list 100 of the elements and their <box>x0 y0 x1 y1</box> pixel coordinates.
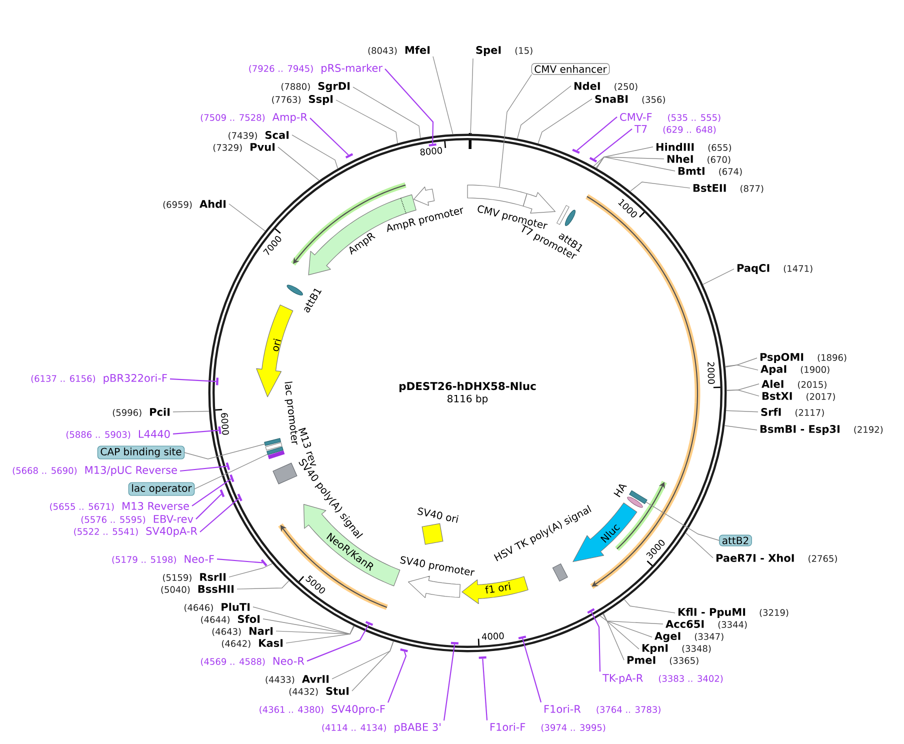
site-position: (3219) <box>760 608 788 617</box>
leader-line <box>200 498 240 532</box>
leader-line <box>216 558 263 564</box>
leader-line <box>600 615 624 660</box>
leader-line <box>517 86 572 139</box>
leader-line <box>262 618 354 634</box>
site-name: ApaI <box>760 365 786 375</box>
primer-name: Neo-R <box>274 657 304 665</box>
site-position: (3365) <box>670 656 698 665</box>
leader-line <box>482 658 488 720</box>
site-name: KasI <box>259 639 283 647</box>
site-position: (1896) <box>818 354 846 362</box>
site-name: BmtI <box>678 167 704 175</box>
leader-line <box>725 358 758 367</box>
leader-line <box>306 624 370 662</box>
primer-name: F1ori-F <box>490 722 526 731</box>
site-name: AhdI <box>200 200 226 208</box>
site-position: (2017) <box>806 392 835 401</box>
leader-line <box>252 606 354 634</box>
site-position: (7880) <box>281 82 310 91</box>
primer-name: pBABE 3' <box>394 723 440 733</box>
leader-line <box>228 204 266 232</box>
leader-line <box>443 644 456 721</box>
primer-mark <box>260 559 268 566</box>
primer-mark <box>218 426 222 434</box>
feature-callout: CMV enhancer <box>531 63 610 75</box>
primer-position: (5668 .. 5690) <box>12 466 77 475</box>
leader-line <box>725 364 758 370</box>
tick-label: 6000 <box>221 413 229 435</box>
leader-line <box>172 430 219 435</box>
site-name: BstEII <box>693 184 726 192</box>
leader-line <box>624 599 676 614</box>
site-name: SrfI <box>761 408 781 416</box>
site-position: (2117) <box>796 408 824 417</box>
leader-line <box>384 68 434 144</box>
leader-line <box>499 74 532 188</box>
primer-name: L4440 <box>138 430 170 438</box>
leader-line <box>603 613 664 624</box>
primer-mark <box>365 620 374 626</box>
site-name: KpnI <box>642 644 668 654</box>
primer-name: EBV-rev <box>154 515 194 523</box>
primer-name: TK-pA-R <box>602 674 643 684</box>
site-name: Acc65I <box>666 620 704 628</box>
primer-position: (629 .. 648) <box>663 126 716 134</box>
primer-mark <box>572 148 580 154</box>
primer-mark <box>226 462 230 470</box>
primer-position: (5576 .. 5595) <box>81 516 146 524</box>
site-name: SgrDI <box>318 82 350 92</box>
plasmid-name: pDEST26-hDHX58-Nluc <box>400 382 536 392</box>
site-position: (655) <box>708 144 732 152</box>
leader-line <box>602 614 640 650</box>
primer-name: pRS-marker <box>322 64 383 74</box>
tick-label: 8000 <box>420 147 442 156</box>
primer-position: (7509 .. 7528) <box>200 114 265 122</box>
feature-mark <box>264 438 281 446</box>
leader-line <box>336 100 398 144</box>
feature-callout: CAP binding site <box>97 446 185 460</box>
primer-mark <box>518 636 526 640</box>
site-name: AleI <box>762 380 784 388</box>
leader-line <box>726 390 760 396</box>
site-position: (7439) <box>228 132 257 140</box>
leader-line <box>278 146 320 181</box>
primer-name: Amp-R <box>272 113 308 123</box>
leader-line <box>538 98 592 144</box>
leader-line <box>352 86 421 138</box>
site-position: (4433) <box>266 676 294 684</box>
primer-mark <box>230 474 234 482</box>
primer-mark <box>587 608 595 614</box>
primer-position: (5179 .. 5198) <box>112 556 176 564</box>
leader-line <box>685 532 714 558</box>
site-name: PvuI <box>250 143 275 151</box>
tick-label: 4000 <box>482 632 504 640</box>
feature-mark <box>629 490 648 504</box>
primer-name: F1ori-R <box>544 704 581 713</box>
site-name: NdeI <box>574 82 600 90</box>
primer-mark <box>478 656 486 659</box>
primer-mark <box>237 494 242 502</box>
site-position: (1471) <box>784 264 812 273</box>
site-name: PluTI <box>222 602 250 611</box>
site-name: SpeI <box>476 46 501 56</box>
leader-line <box>590 612 601 672</box>
leader-line <box>470 58 474 134</box>
leader-line <box>596 156 676 172</box>
site-position: (5159) <box>163 574 192 582</box>
site-name: BstXI <box>762 392 792 400</box>
leader-line <box>576 116 618 151</box>
leader-line <box>184 444 266 460</box>
site-position: (2765) <box>808 554 837 563</box>
primer-position: (3764 .. 3783) <box>596 706 660 714</box>
feature-mark <box>266 446 284 455</box>
site-position: (877) <box>740 184 764 193</box>
feature-label: lac promoter <box>284 382 298 445</box>
site-position: (1900) <box>800 366 830 374</box>
site-name: PaqCI <box>737 264 770 274</box>
site-name: PaeR7I - XhoI <box>716 554 794 562</box>
site-name: SspI <box>309 95 333 105</box>
primer-position: (3974 .. 3995) <box>541 724 606 732</box>
site-position: (3348) <box>682 644 711 653</box>
primer-name: M13/pUC Reverse <box>85 466 177 476</box>
primer-mark <box>589 156 598 162</box>
